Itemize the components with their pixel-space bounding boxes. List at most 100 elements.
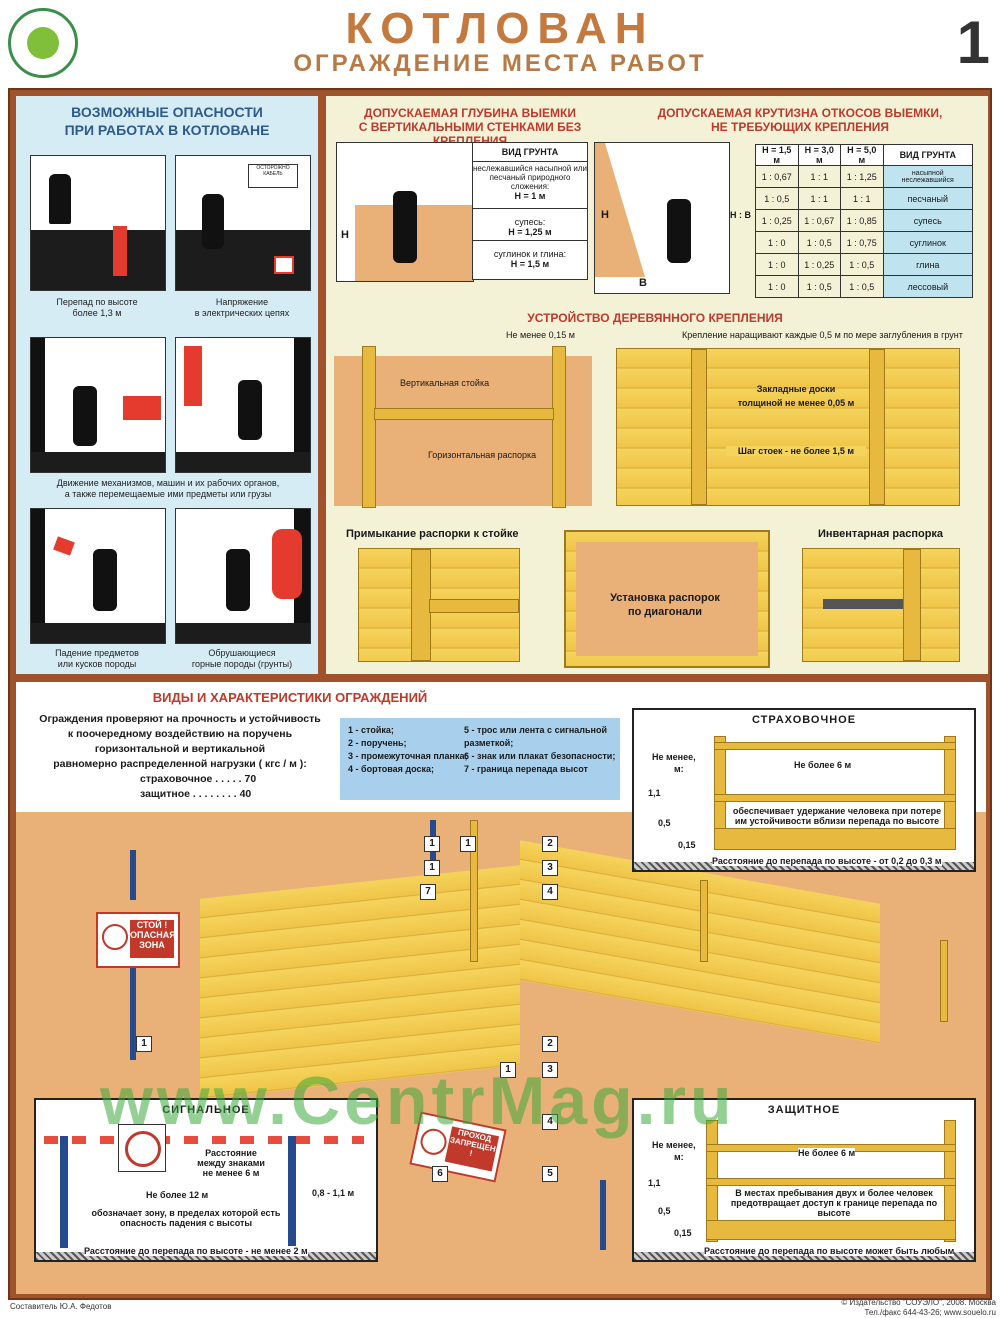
callout-label: 1 xyxy=(424,836,440,852)
boards-thickness: толщиной не менее 0,05 м xyxy=(737,398,855,408)
watermark: www.CentrMag.ru xyxy=(100,1063,736,1139)
stop-sign: СТОЙ ! ОПАСНАЯ ЗОНА xyxy=(96,912,180,968)
height-label: 0,8 - 1,1 м xyxy=(312,1188,355,1198)
cable-icon xyxy=(274,256,294,274)
no-pedestrian-icon xyxy=(125,1131,161,1167)
depth-title-1: ДОПУСКАЕМАЯ ГЛУБИНА ВЫЕМКИ xyxy=(364,106,576,120)
depth-soil: супесь: xyxy=(514,217,546,227)
callout-label: 2 xyxy=(542,1036,558,1052)
protective-fence-diagram: ЗАЩИТНОЕ Не менее, м: 1,1 0,5 0,15 Не бо… xyxy=(632,1098,976,1262)
signal-fence-title: СИГНАЛЬНОЕ xyxy=(162,1104,250,1116)
footer-author: Составитель Ю.А. Федотов xyxy=(10,1302,112,1311)
load-value: 40 xyxy=(239,788,252,800)
depth-soil: суглинок и глина: xyxy=(493,249,567,259)
signal-fence-note: обозначает зону, в пределах которой есть… xyxy=(91,1208,281,1228)
signal-fence-distance: Расстояние до перепада по высоте - не ме… xyxy=(84,1246,308,1256)
excavator-bucket-icon xyxy=(184,346,202,406)
slope-header: ВИД ГРУНТА xyxy=(882,144,974,166)
slope-soil-cell: насыпной неслежавшийся xyxy=(882,165,974,188)
hazard-caption: горные породы (грунты) xyxy=(191,659,293,669)
load-name: страховочное . . . . . xyxy=(140,773,242,785)
height-value: 1,1 xyxy=(648,1178,661,1188)
legend-text: трос или лента с сигнальной разметкой; xyxy=(464,725,608,748)
worker-icon xyxy=(73,386,97,446)
spacing-line: между знаками xyxy=(197,1158,265,1168)
legend-num: 7 - xyxy=(464,764,475,774)
screw-jack-icon xyxy=(823,599,903,609)
slope-cell: 1 : 1 xyxy=(797,165,842,188)
slope-cell: 1 : 0,5 xyxy=(755,187,799,210)
shoring-front-view xyxy=(616,348,960,506)
protective-fence-distance: Расстояние до перепада по высоте может б… xyxy=(704,1246,955,1256)
worker-icon xyxy=(93,549,117,611)
legend-num: 6 - xyxy=(464,751,475,761)
legend-text: поручень; xyxy=(361,738,407,748)
slope-header: Н = 5,0 м xyxy=(840,144,884,166)
slope-cell: 1 : 0 xyxy=(755,231,799,254)
depth-value: Н = 1 м xyxy=(514,191,546,201)
slope-soil-cell: глина xyxy=(882,253,974,276)
legend-num: 4 - xyxy=(348,764,359,774)
signal-post xyxy=(60,1136,68,1248)
slope-table: Н = 1,5 м Н = 3,0 м Н = 5,0 м ВИД ГРУНТА… xyxy=(755,144,974,298)
no-hand-icon xyxy=(102,924,128,950)
vertical-post xyxy=(411,549,431,661)
legend-text: граница перепада высот xyxy=(477,764,588,774)
horizontal-strut xyxy=(429,599,519,613)
min-label: Не менее, xyxy=(652,1140,696,1150)
min-label-unit: м: xyxy=(674,764,684,774)
abutment-title: Примыкание распорки к стойке xyxy=(346,528,519,540)
callout-label: 7 xyxy=(420,884,436,900)
shoring-side-view xyxy=(334,346,592,508)
slope-cell: 1 : 0,25 xyxy=(755,209,799,232)
safety-fence-note: обеспечивает удержание человека при поте… xyxy=(732,806,942,826)
callout-label: 6 xyxy=(432,1166,448,1182)
hazards-title-2: ПРИ РАБОТАХ В КОТЛОВАНЕ xyxy=(64,122,270,138)
abutment-picture xyxy=(358,548,520,662)
no-pedestrian-sign xyxy=(118,1124,166,1172)
page-title: КОТЛОВАН xyxy=(345,4,655,53)
intro-line: к поочередному воздействию на поручень xyxy=(67,728,293,740)
callout-label: 4 xyxy=(542,1114,558,1130)
stop-sign-text: СТОЙ ! ОПАСНАЯ ЗОНА xyxy=(130,920,176,958)
vertical-post xyxy=(362,346,376,508)
hazard-height-drop-picture xyxy=(30,155,166,291)
callout-label: 2 xyxy=(542,836,558,852)
hazard-machinery-picture xyxy=(175,337,311,473)
footer-publisher: © Издательство "СОУЭЛО", 2008. Москва xyxy=(841,1298,996,1307)
worker-icon xyxy=(202,194,224,249)
slope-ratio-label: Н : В xyxy=(730,210,751,220)
fence-post xyxy=(700,880,708,962)
signal-post xyxy=(600,1180,606,1250)
safety-fence-diagram: СТРАХОВОЧНОЕ Не менее, м: 1,1 0,5 0,15 Н… xyxy=(632,708,976,872)
slope-soil-cell: супесь xyxy=(882,209,974,232)
vertical-post-label: Вертикальная стойка xyxy=(400,378,490,388)
legend-num: 2 - xyxy=(348,738,359,748)
min-label: Не менее, xyxy=(652,752,696,762)
signal-post xyxy=(130,850,136,900)
callout-label: 4 xyxy=(542,884,558,900)
signal-fence-diagram: СИГНАЛЬНОЕ Расстояние между знаками не м… xyxy=(34,1098,378,1262)
load-values: страховочное . . . . . 70 защитное . . .… xyxy=(140,772,256,802)
hazard-caption: Движение механизмов, машин и их рабочих … xyxy=(56,478,280,488)
load-value: 70 xyxy=(244,773,257,785)
boards-label: Закладные доски xyxy=(756,384,836,394)
legend-num: 1 - xyxy=(348,725,359,735)
vertical-post xyxy=(691,349,707,505)
hazard-falling-objects-picture xyxy=(30,508,166,644)
callout-label: 3 xyxy=(542,860,558,876)
hazard-electric-picture: ОСТОРОЖНО КАБЕЛЬ xyxy=(175,155,311,291)
span-label: Не более 6 м xyxy=(794,760,852,770)
slope-cell: 1 : 0,25 xyxy=(797,253,842,276)
legend-text: стойка; xyxy=(361,725,394,735)
slope-picture: Н В xyxy=(594,142,730,294)
hazard-load-picture xyxy=(30,337,166,473)
callout-label: 1 xyxy=(500,1062,516,1078)
diagonal-label-2: по диагонали xyxy=(628,606,702,618)
span-label: Не более 12 м xyxy=(146,1190,209,1200)
depth-h-label: Н xyxy=(341,229,349,241)
callout-label: 3 xyxy=(542,1062,558,1078)
safety-fence-distance: Расстояние до перепада по высоте - от 0,… xyxy=(712,856,942,866)
publisher-logo xyxy=(8,8,78,78)
fence-post xyxy=(940,940,948,1022)
